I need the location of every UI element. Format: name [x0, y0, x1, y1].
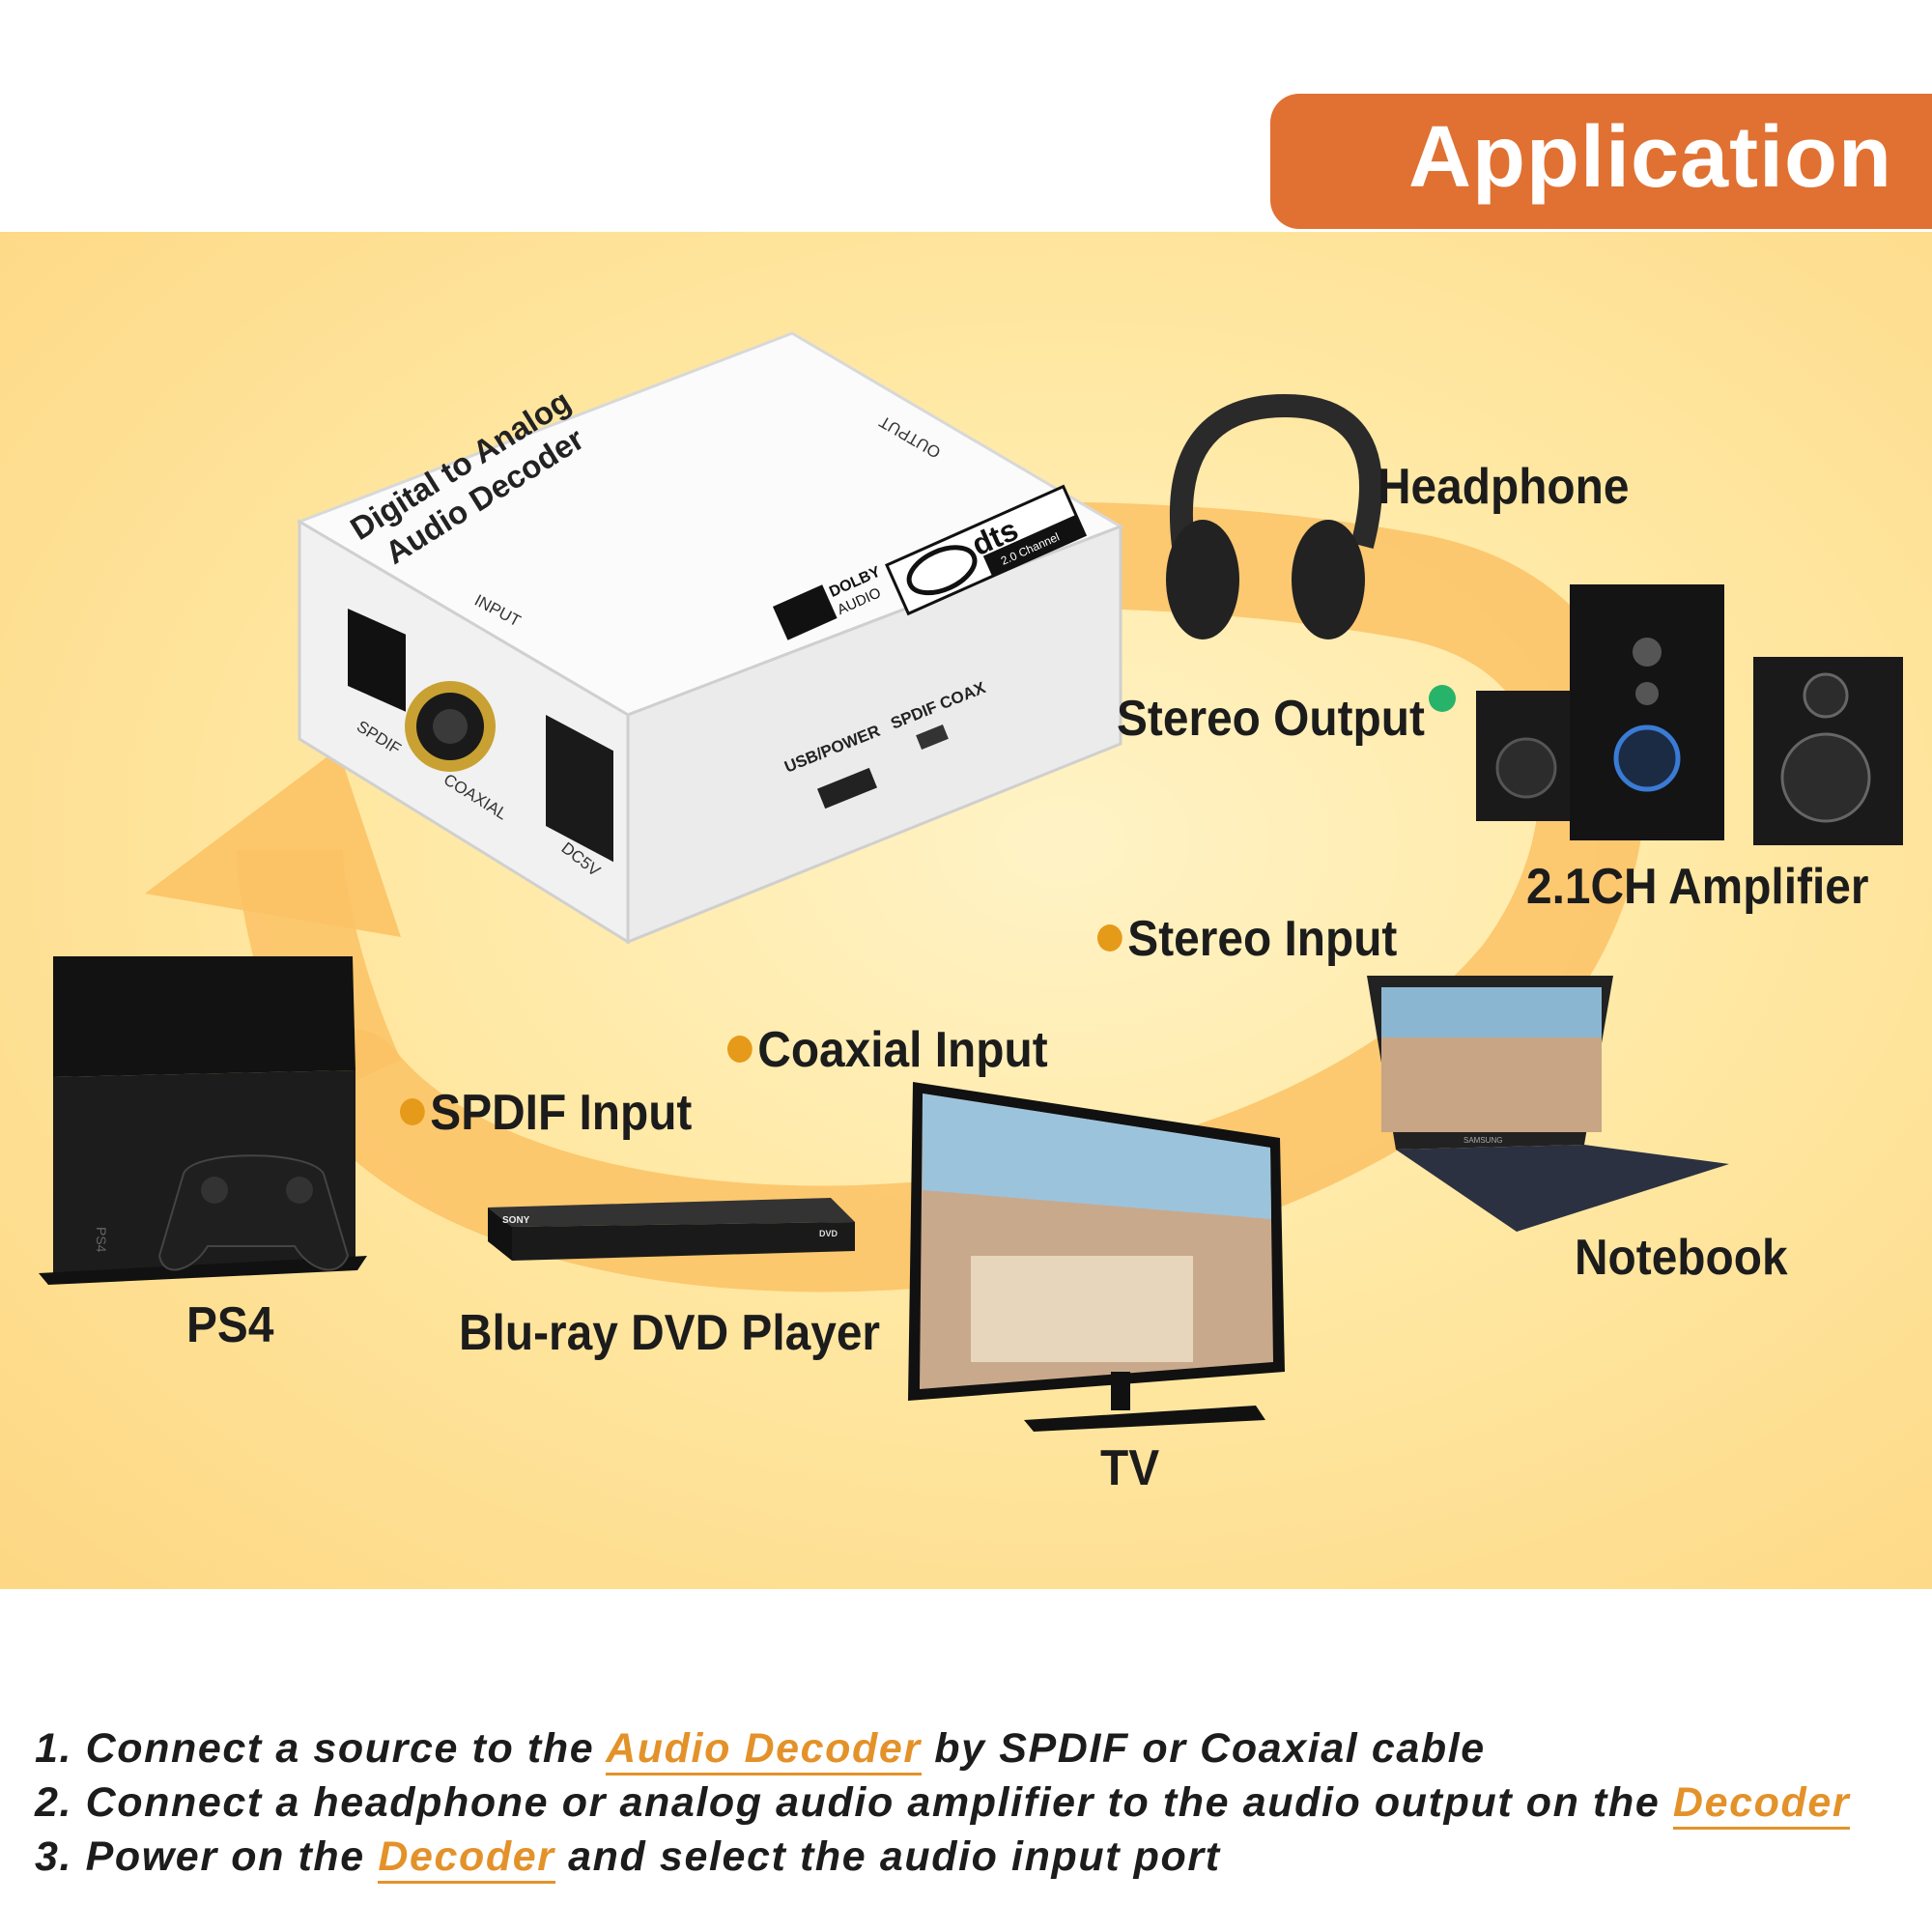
stereo-output-dot: [1429, 685, 1456, 712]
header-tab: [1270, 94, 1932, 229]
step-1: 1. Connect a source to the Audio Decoder…: [35, 1721, 1909, 1776]
audio-decoder-link: Audio Decoder: [606, 1725, 922, 1776]
svg-text:SONY: SONY: [502, 1215, 530, 1226]
decoder-link: Decoder: [378, 1833, 555, 1884]
svg-text:SAMSUNG: SAMSUNG: [1463, 1136, 1502, 1145]
amplifier-speakers-image: [1476, 584, 1903, 845]
amplifier-label: 2.1CH Amplifier: [1526, 859, 1869, 915]
diagram-canvas: Digital to Analog Audio Decoder OUTPUT I…: [39, 331, 1903, 1432]
application-panel: Digital to Analog Audio Decoder OUTPUT I…: [0, 232, 1932, 1589]
instruction-steps: 1. Connect a source to the Audio Decoder…: [35, 1721, 1909, 1884]
dc-port: [546, 714, 613, 863]
coaxial-input-dot: [727, 1036, 753, 1064]
spdif-input-text: SPDIF Input: [430, 1085, 693, 1141]
spdif-input-label: SPDIF Input: [400, 1084, 692, 1142]
stereo-input-text: Stereo Input: [1127, 911, 1398, 967]
notebook-image: SAMSUNG: [1367, 976, 1729, 1232]
dvd-label: Blu-ray DVD Player: [459, 1305, 881, 1361]
tv-image: [908, 1082, 1285, 1432]
audio-decoder-device: Digital to Analog Audio Decoder OUTPUT I…: [296, 331, 1124, 945]
notebook-label: Notebook: [1575, 1230, 1788, 1286]
decoder-link: Decoder: [1672, 1779, 1851, 1830]
step-3: 3. Power on the Decoder and select the a…: [35, 1830, 1909, 1884]
stereo-output-label: Stereo Output: [1117, 691, 1425, 747]
stereo-input-label: Stereo Input: [1097, 910, 1397, 968]
page-title: Application: [1408, 109, 1892, 206]
flow-arrowhead: [145, 749, 401, 937]
svg-text:PS4: PS4: [94, 1227, 109, 1253]
spdif-port: [348, 609, 406, 712]
coaxial-input-text: Coaxial Input: [757, 1022, 1048, 1078]
step-2: 2. Connect a headphone or analog audio a…: [35, 1776, 1909, 1830]
ps4-label: PS4: [186, 1297, 274, 1353]
usb-port: [816, 767, 878, 810]
stereo-input-dot: [1097, 924, 1122, 952]
dvd-player-image: SONY DVD: [488, 1198, 855, 1261]
input-switch: [916, 724, 949, 751]
ps4-image: PS4: [39, 956, 367, 1285]
coaxial-input-label: Coaxial Input: [727, 1021, 1048, 1079]
tv-label: TV: [1100, 1440, 1160, 1496]
spdif-input-dot: [400, 1098, 425, 1126]
svg-text:DVD: DVD: [819, 1229, 838, 1238]
headphone-label: Headphone: [1378, 459, 1630, 515]
headphone-image: [1166, 393, 1382, 639]
